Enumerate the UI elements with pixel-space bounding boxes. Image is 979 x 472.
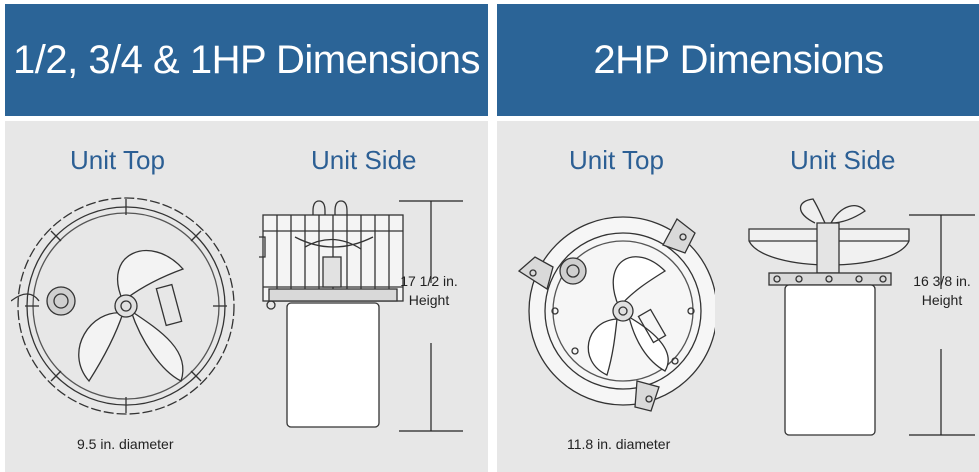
height-word: Height — [408, 292, 450, 308]
panel-body: Unit Top Unit Side — [5, 121, 488, 472]
unit-side-label: Unit Side — [790, 145, 896, 175]
diameter-text: 9.5 in. diameter — [77, 436, 174, 452]
mixer-top-view-icon — [515, 211, 715, 421]
height-value: 16 3/8 in. — [913, 273, 971, 289]
dimensions-panel-2hp: 2HP Dimensions Unit Top Unit Side — [497, 4, 979, 472]
mixer-top-view-icon — [11, 191, 241, 421]
height-dimension-text: 16 3/8 in. Height — [907, 272, 977, 310]
dimensions-panel-small: 1/2, 3/4 & 1HP Dimensions Unit Top Unit … — [5, 4, 488, 472]
unit-side-label: Unit Side — [311, 145, 417, 175]
mixer-side-view-icon — [255, 197, 415, 437]
height-word: Height — [921, 292, 963, 308]
height-dimension-text: 17 1/2 in. Height — [397, 272, 461, 310]
panel-title: 1/2, 3/4 & 1HP Dimensions — [5, 4, 488, 116]
panel-body: Unit Top Unit Side — [497, 121, 979, 472]
height-dimension-line — [399, 200, 463, 432]
unit-top-label: Unit Top — [569, 145, 664, 175]
mixer-side-view-icon — [745, 193, 915, 443]
height-dimension-line — [909, 214, 975, 436]
panel-title: 2HP Dimensions — [497, 4, 979, 116]
unit-top-label: Unit Top — [70, 145, 165, 175]
height-value: 17 1/2 in. — [400, 273, 458, 289]
diameter-text: 11.8 in. diameter — [567, 436, 671, 452]
